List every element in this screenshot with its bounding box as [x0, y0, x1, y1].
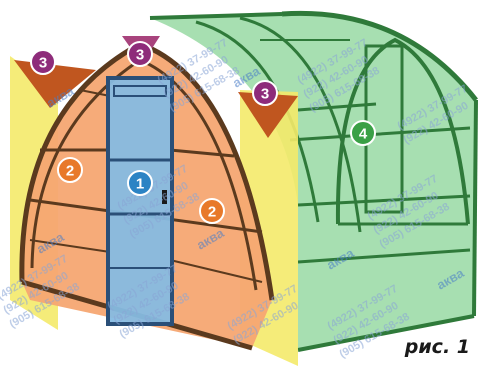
- badge-3-left: 3: [30, 49, 56, 75]
- badge-label: 1: [136, 176, 144, 193]
- badge-label: 2: [208, 204, 216, 221]
- badge-label: 2: [66, 163, 74, 180]
- badge-3-center: 3: [127, 41, 153, 67]
- badge-label: 3: [39, 55, 47, 72]
- badge-label: 4: [359, 126, 368, 143]
- badge-1-door: 1: [127, 170, 153, 196]
- badge-2-right: 2: [199, 198, 225, 224]
- figure-caption: рис. 1: [404, 336, 470, 358]
- door: [106, 76, 174, 326]
- badge-label: 3: [261, 86, 269, 103]
- badge-2-left: 2: [57, 157, 83, 183]
- side-cover: [149, 10, 478, 352]
- top-triangle-right: [238, 92, 298, 138]
- badge-label: 3: [136, 47, 144, 64]
- badge-4-side: 4: [350, 120, 376, 146]
- badge-3-right: 3: [252, 80, 278, 106]
- top-triangle-left: [14, 60, 96, 108]
